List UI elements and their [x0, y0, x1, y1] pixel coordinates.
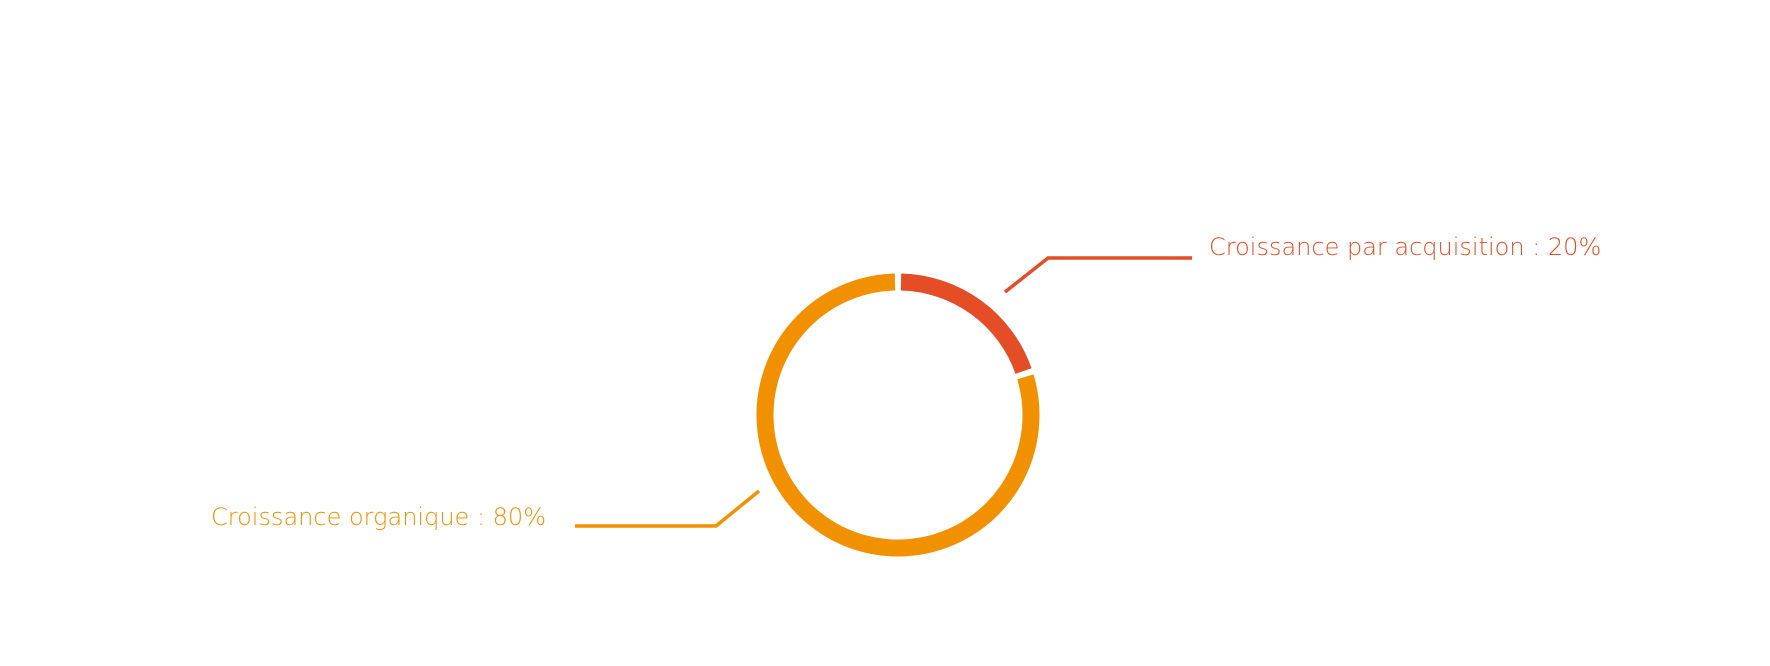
leader-lines [575, 256, 1192, 528]
donut-slices [756, 273, 1040, 557]
leader-line-acquisition [1003, 256, 1192, 294]
slice-label-acquisition: Croissance par acquisition : 20% [1209, 233, 1601, 261]
slice-acquisition [900, 273, 1032, 374]
slice-label-organic: Croissance organique : 80% [211, 503, 546, 531]
leader-line-organic [575, 489, 761, 528]
slice-organic [756, 273, 1040, 557]
